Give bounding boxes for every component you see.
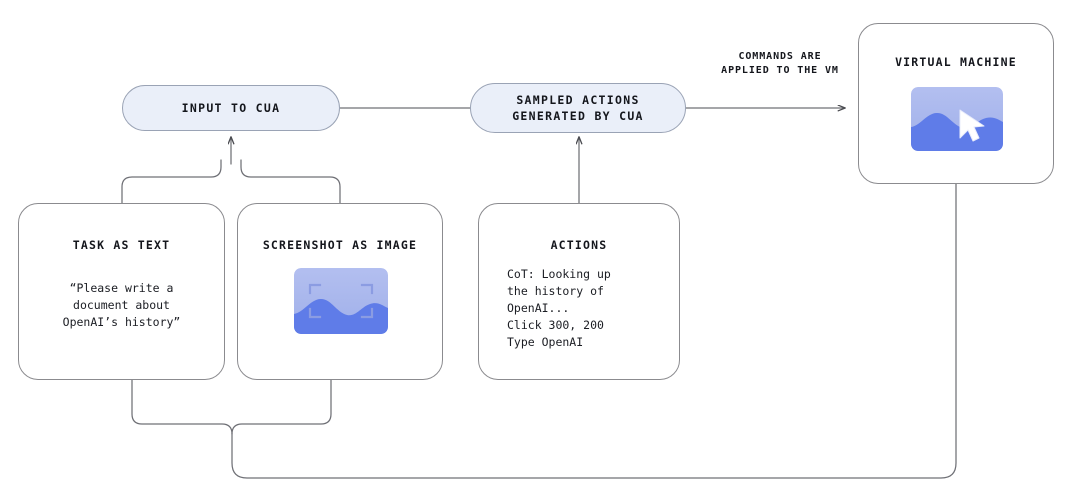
task-as-text-title: TASK AS TEXT (72, 238, 171, 252)
virtual-machine-card[interactable]: VIRTUAL MACHINE (858, 23, 1054, 184)
actions-body: CoT: Looking up the history of OpenAI...… (507, 267, 611, 349)
actions-title: ACTIONS (550, 238, 608, 252)
virtual-machine-title: VIRTUAL MACHINE (895, 55, 1017, 69)
screenshot-as-image-card[interactable]: SCREENSHOT AS IMAGE (237, 203, 443, 380)
wire-screenshot-to-input (240, 159, 341, 204)
wire-task-to-input (121, 159, 222, 204)
screenshot-as-image-title: SCREENSHOT AS IMAGE (262, 238, 418, 252)
cursor-icon (959, 109, 985, 142)
input-to-cua-pill[interactable]: INPUT TO CUA (122, 85, 340, 131)
task-as-text-body: “Please write a document about OpenAI’s … (62, 281, 181, 329)
sampled-actions-pill[interactable]: SAMPLED ACTIONS GENERATED BY CUA (470, 83, 686, 133)
actions-card[interactable]: ACTIONS CoT: Looking up the history of O… (478, 203, 680, 380)
wire-feedback-to-screenshot (231, 379, 332, 435)
vm-screen-thumbnail (911, 87, 1003, 151)
task-as-text-card[interactable]: TASK AS TEXT “Please write a document ab… (18, 203, 225, 380)
screenshot-thumbnail (294, 268, 388, 334)
input-to-cua-label: INPUT TO CUA (181, 101, 281, 115)
sampled-actions-label: SAMPLED ACTIONS GENERATED BY CUA (512, 93, 644, 123)
commands-applied-edge-label: COMMANDS ARE APPLIED TO THE VM (721, 51, 839, 76)
